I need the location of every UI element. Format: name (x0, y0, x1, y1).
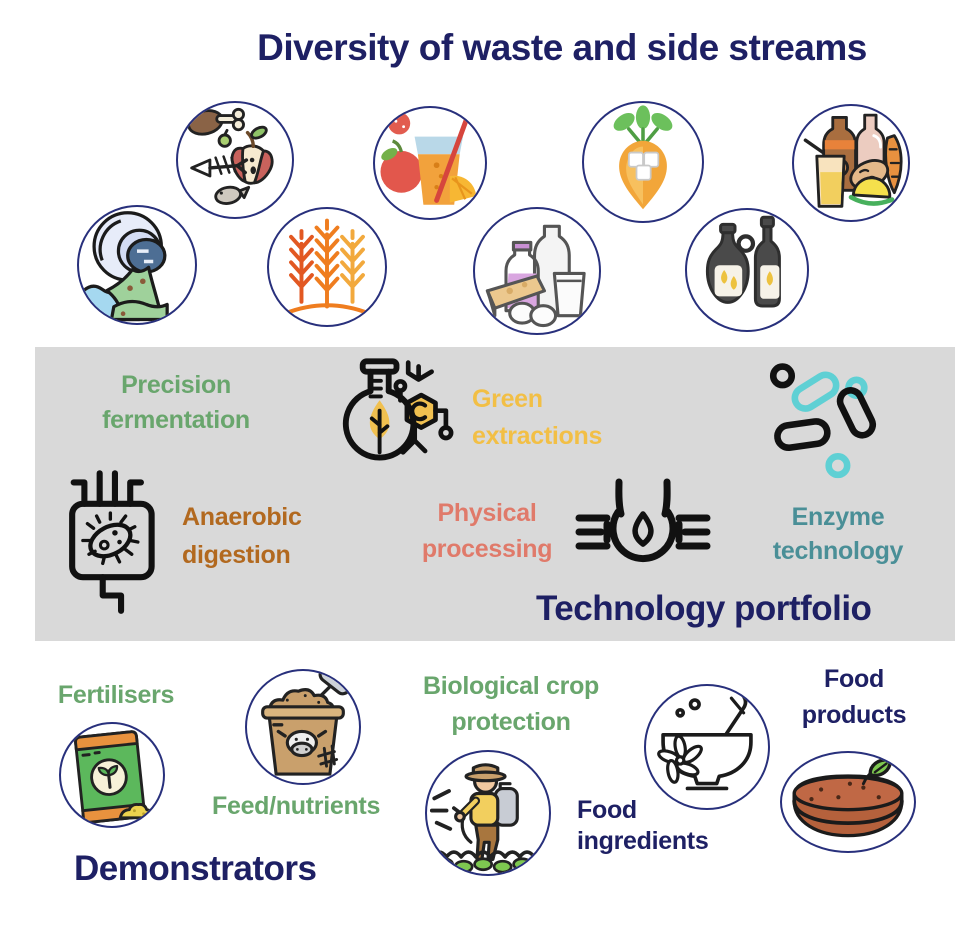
label-line: ingredients (577, 827, 709, 855)
label-line: Fertilisers (57, 681, 175, 709)
homogenizer-icon (573, 474, 713, 586)
technology-band (35, 347, 955, 641)
label-biological-crop-protection: Biological crop protection (396, 668, 626, 740)
oil-bottles-icon (685, 208, 809, 332)
label-line: Feed/nutrients (212, 792, 381, 820)
label-line: Green (472, 385, 543, 413)
label-line: fermentation (102, 406, 250, 434)
demonstrators-title: Demonstrators (74, 849, 317, 888)
label-line: protection (451, 708, 571, 736)
flask-molecule-icon (325, 356, 455, 494)
enzyme-molecules-icon (763, 360, 897, 492)
technology-portfolio-title: Technology portfolio (536, 589, 872, 628)
label-physical-processing: Physical processing (397, 495, 577, 567)
fruit-juice-icon (373, 106, 487, 220)
label-green-extractions: Green extractions (472, 381, 602, 455)
label-line: digestion (182, 541, 291, 569)
label-line: technology (772, 537, 904, 565)
label-food-products: Food products (784, 661, 924, 733)
label-anaerobic-digestion: Anaerobic digestion (182, 498, 302, 574)
label-line: processing (421, 535, 553, 563)
label-line: Food (824, 665, 884, 693)
label-enzyme-technology: Enzyme technology (748, 500, 928, 568)
food-and-drinks-icon (792, 104, 910, 222)
label-line: Physical (437, 499, 537, 527)
crop-spraying-icon (425, 750, 551, 876)
wheat-grain-icon (267, 207, 387, 327)
label-fertilisers: Fertilisers (36, 680, 196, 710)
food-dish-icon (780, 751, 916, 853)
label-line: Precision (121, 371, 231, 399)
food-waste-icon (176, 101, 294, 219)
waste-streams-title: Diversity of waste and side streams (257, 27, 867, 68)
label-line: Anaerobic (182, 503, 302, 531)
mortar-pestle-icon (644, 684, 770, 810)
fertiliser-bag-icon (59, 722, 165, 828)
label-food-ingredients: Food ingredients (577, 795, 709, 857)
dairy-eggs-icon (473, 207, 601, 335)
label-line: Food (577, 796, 637, 824)
sugar-beet-icon (582, 101, 704, 223)
label-line: extractions (472, 422, 603, 450)
label-line: Enzyme (791, 503, 885, 531)
label-line: products (801, 701, 907, 729)
label-line: Biological crop (422, 672, 600, 700)
feed-bucket-icon (245, 669, 361, 785)
digester-tank-icon (63, 463, 173, 618)
label-feed-nutrients: Feed/nutrients (212, 791, 380, 821)
wastewater-icon (77, 205, 197, 325)
label-precision-fermentation: Precision fermentation (76, 368, 276, 438)
